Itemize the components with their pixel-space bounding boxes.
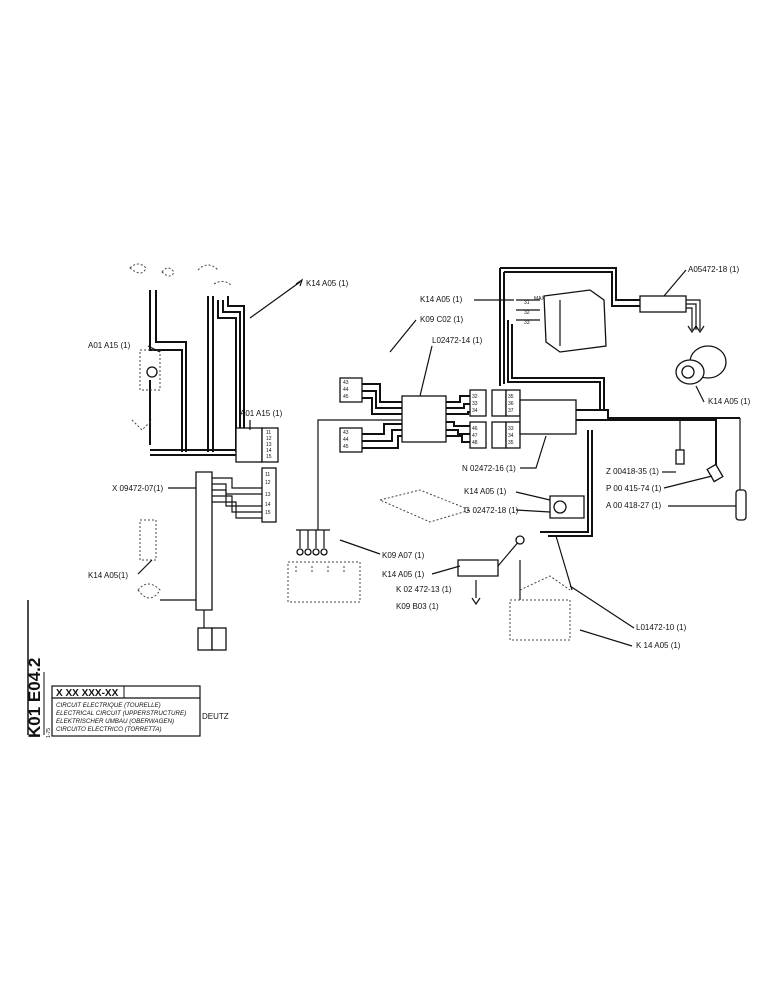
svg-text:46: 46: [472, 426, 478, 432]
svg-text:43: 43: [343, 430, 349, 436]
central-harness: 43 44 45 43 44 45 32 33 34 46 47 48: [287, 377, 577, 603]
svg-text:15: 15: [266, 454, 272, 460]
relay-loop: 31 32 33 MAX: [499, 267, 727, 410]
brand: DEUTZ: [202, 712, 229, 721]
label-a01-left: A01 A15 (1): [88, 341, 131, 350]
label-k09-c02: K09 C02 (1): [420, 315, 463, 324]
label-k14-left: K14 A05(1): [88, 571, 128, 580]
label-k14-mid: K14 A05 (1): [464, 487, 507, 496]
title-block: K01 E04.2 1-75 X XX XXX-XX CIRCUIT ELECT…: [25, 600, 229, 738]
label-k14-upper: K14 A05 (1): [420, 295, 463, 304]
svg-text:14: 14: [266, 448, 272, 454]
part-number: X XX XXX-XX: [56, 688, 119, 699]
label-k14-right: K14 A05 (1): [708, 397, 751, 406]
title-fr: CIRCUIT ELECTRIQUE (TOURELLE): [56, 702, 161, 709]
svg-text:44: 44: [343, 387, 349, 393]
svg-text:11: 11: [265, 472, 270, 478]
title-de: ELEKTRISCHER UMBAU (OBERWAGEN): [56, 718, 174, 725]
svg-text:34: 34: [472, 408, 478, 414]
label-x09472: X 09472-07(1): [112, 484, 163, 493]
revision: 1-75: [46, 728, 52, 738]
svg-text:32: 32: [524, 310, 530, 316]
label-k14-bottom: K 14 A05 (1): [636, 641, 681, 650]
label-l02472: L02472-14 (1): [432, 336, 483, 345]
svg-text:31: 31: [524, 300, 530, 306]
label-a01-mid: A01 A15 (1): [240, 409, 283, 418]
callouts: K14 A05 (1) A01 A15 (1) A01 A15 (1) X 09…: [88, 265, 751, 650]
label-k14-top: K14 A05 (1): [306, 279, 349, 288]
svg-text:14: 14: [265, 502, 271, 508]
svg-text:48: 48: [472, 440, 478, 446]
sheet-code: K01 E04.2: [25, 658, 44, 738]
svg-text:44: 44: [343, 437, 349, 443]
svg-text:15: 15: [265, 510, 271, 516]
svg-text:47: 47: [472, 433, 478, 439]
label-z00418: Z 00418-35 (1): [606, 467, 659, 476]
left-harness: 11 12 13 14 15: [129, 263, 279, 463]
label-n02472: N 02472-16 (1): [462, 464, 516, 473]
svg-text:33: 33: [524, 320, 530, 326]
label-a05472: A05472-18 (1): [688, 265, 739, 274]
svg-text:45: 45: [343, 394, 349, 400]
svg-text:36: 36: [508, 401, 514, 407]
svg-text:35: 35: [508, 394, 514, 400]
svg-text:32: 32: [472, 394, 478, 400]
svg-text:11: 11: [266, 430, 271, 436]
label-g02472: G 02472-18 (1): [464, 506, 519, 515]
label-k09-a07: K09 A07 (1): [382, 551, 425, 560]
svg-text:12: 12: [265, 480, 271, 486]
label-p00415: P 00 415-74 (1): [606, 484, 662, 493]
svg-text:13: 13: [265, 492, 271, 498]
svg-text:12: 12: [266, 436, 272, 442]
label-k09-b03: K09 B03 (1): [396, 602, 439, 611]
label-l01472: L01472-10 (1): [636, 623, 687, 632]
plug-left-terminals: 11 12 13 14 15: [266, 430, 272, 460]
label-k14-low: K14 A05 (1): [382, 570, 425, 579]
label-a00418: A 00 418-27 (1): [606, 501, 661, 510]
svg-text:33: 33: [472, 401, 478, 407]
svg-text:35: 35: [508, 440, 514, 446]
motor-component: [675, 345, 727, 385]
x-connector-harness: 11 12 13 14 15: [137, 467, 277, 651]
label-k02472: K 02 472-13 (1): [396, 585, 452, 594]
svg-text:13: 13: [266, 442, 272, 448]
svg-text:43: 43: [343, 380, 349, 386]
title-en: ELECTRICAL CIRCUIT (UPPERSTRUCTURE): [56, 710, 186, 717]
svg-text:34: 34: [508, 433, 514, 439]
title-it: CIRCUITO ELECTRICO (TORRETTA): [56, 726, 162, 733]
svg-text:MAX: MAX: [534, 296, 546, 302]
svg-text:33: 33: [508, 426, 514, 432]
right-harness: [457, 409, 747, 641]
svg-text:45: 45: [343, 444, 349, 450]
svg-text:37: 37: [508, 408, 514, 414]
